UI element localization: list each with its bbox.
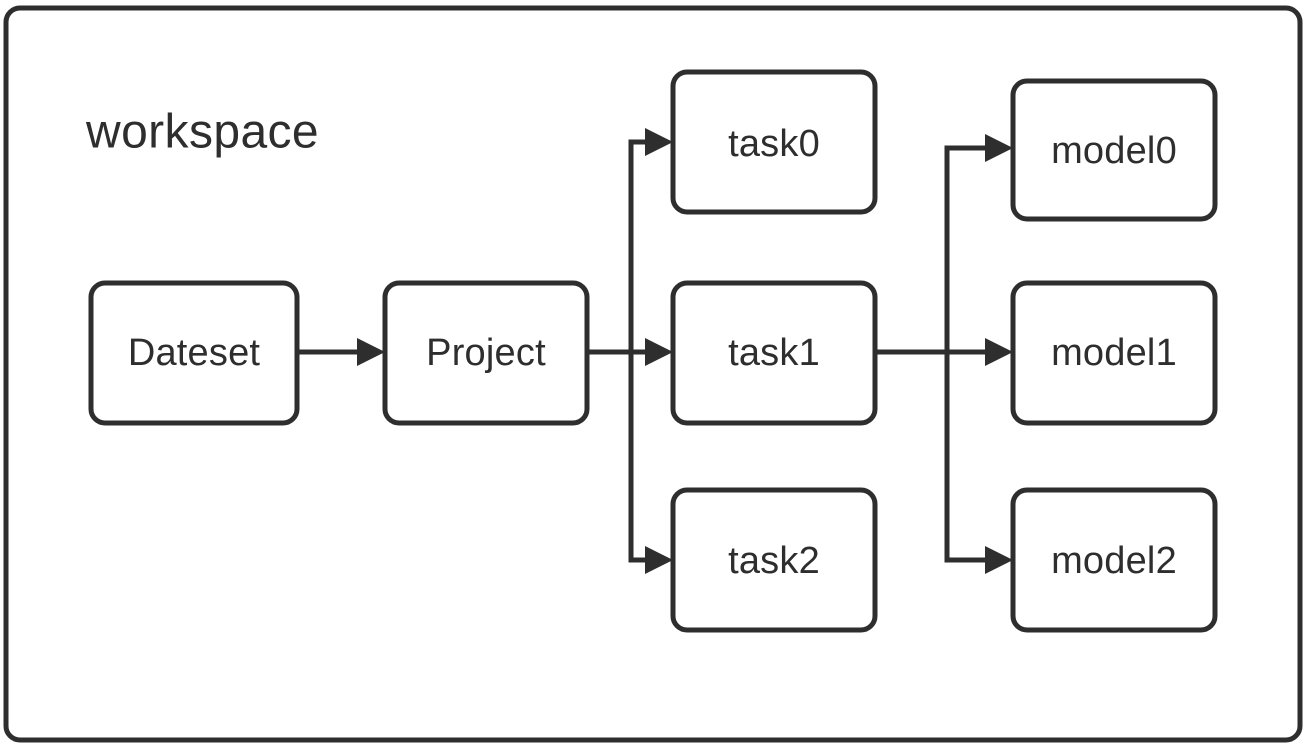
node-label: Dateset: [128, 332, 261, 374]
node-model1[interactable]: model1: [1010, 280, 1218, 426]
node-model2[interactable]: model2: [1010, 487, 1218, 633]
node-box[interactable]: [1010, 78, 1218, 222]
node-task0[interactable]: task0: [670, 69, 878, 215]
edge-task1-model1: [875, 338, 1013, 366]
arrowhead-icon: [645, 546, 673, 574]
node-box[interactable]: [382, 280, 590, 426]
edge-dateset-project: [297, 338, 385, 366]
arrowhead-icon: [357, 338, 385, 366]
arrowhead-icon: [985, 546, 1013, 574]
node-box[interactable]: [670, 280, 878, 426]
node-layer: Dateset Project task0 task1 task2 model0: [88, 69, 1218, 633]
arrowhead-icon: [985, 134, 1013, 162]
node-box[interactable]: [670, 487, 878, 633]
node-label: Project: [426, 332, 546, 374]
node-label: model2: [1051, 540, 1177, 582]
node-task2[interactable]: task2: [670, 487, 878, 633]
node-box[interactable]: [88, 280, 300, 426]
node-label: model0: [1051, 130, 1177, 172]
node-model0[interactable]: model0: [1010, 78, 1218, 222]
node-task1[interactable]: task1: [670, 280, 878, 426]
arrowhead-icon: [645, 128, 673, 156]
edge-task1-model2: [944, 352, 1013, 574]
arrowhead-icon: [645, 338, 673, 366]
workspace-title: workspace: [85, 106, 319, 159]
node-dateset[interactable]: Dateset: [88, 280, 300, 426]
node-box[interactable]: [1010, 487, 1218, 633]
workspace-container: [3, 5, 1303, 743]
node-label: task2: [728, 540, 820, 582]
node-box[interactable]: [1010, 280, 1218, 426]
edge-project-task2: [628, 352, 673, 574]
node-label: model1: [1051, 332, 1177, 374]
edge-layer: [297, 128, 1013, 574]
edge-line: [944, 352, 985, 563]
node-box[interactable]: [670, 69, 878, 215]
edge-line: [628, 352, 645, 563]
edge-project-task1: [587, 338, 673, 366]
arrowhead-icon: [985, 338, 1013, 366]
node-label: task1: [728, 332, 820, 374]
node-project[interactable]: Project: [382, 280, 590, 426]
node-label: task0: [728, 123, 820, 165]
